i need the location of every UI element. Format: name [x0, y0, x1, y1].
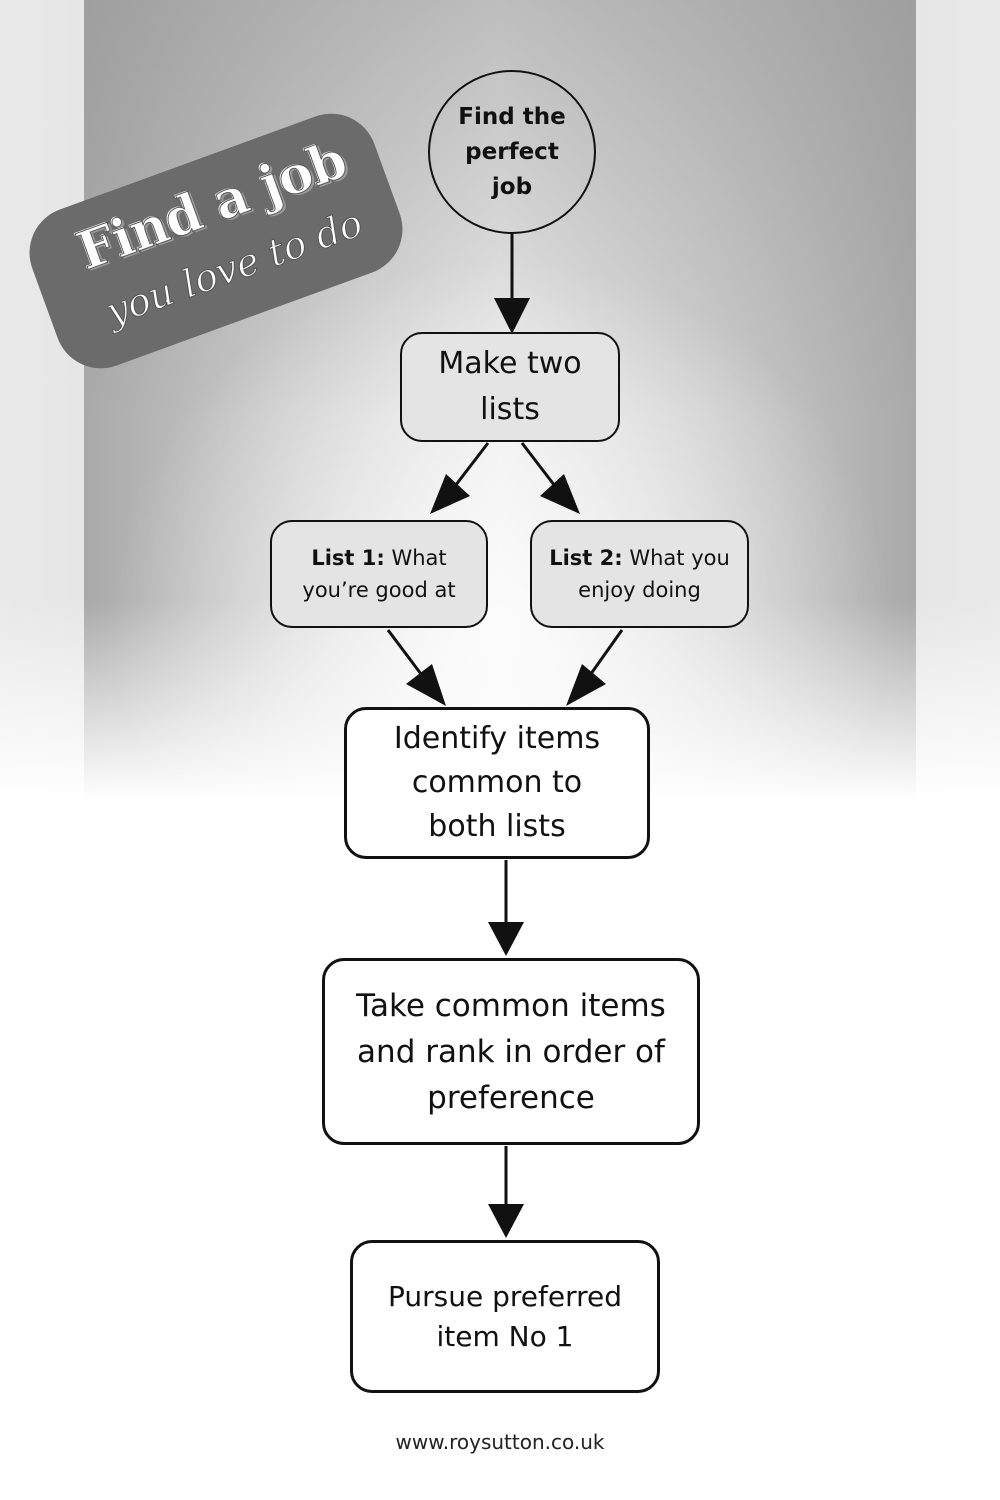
node-list-2-label: List 2:	[549, 546, 623, 570]
node-identify-common-items: Identify items common to both lists	[344, 707, 650, 859]
node-find-perfect-job: Find the perfect job	[428, 70, 596, 234]
arrow-list1-to-identify	[386, 629, 426, 679]
arrowhead-start-to-make	[494, 298, 530, 334]
node-list-2-desc: What you enjoy doing	[578, 546, 730, 602]
arrow-list2-to-identify	[586, 629, 624, 679]
footer-url: www.roysutton.co.uk	[395, 1430, 605, 1454]
node-list-2-text: List 2: What you enjoy doing	[540, 542, 739, 606]
arrowhead-make-to-list1	[430, 474, 470, 514]
arrowhead-identify-to-rank	[488, 922, 524, 956]
node-list-1: List 1: What you’re good at	[270, 520, 488, 628]
arrow-make-to-list1	[450, 442, 490, 491]
node-list-2: List 2: What you enjoy doing	[530, 520, 749, 628]
node-list-1-desc: What you’re good at	[302, 546, 456, 602]
node-pursue-item: Pursue preferred item No 1	[350, 1240, 660, 1393]
node-rank-common-items-label: Take common items and rank in order of p…	[356, 987, 666, 1116]
arrowhead-list2-to-identify	[566, 664, 606, 706]
node-list-1-text: List 1: What you’re good at	[280, 542, 478, 606]
arrowhead-list1-to-identify	[406, 664, 446, 706]
arrowhead-rank-to-pursue	[488, 1204, 524, 1238]
node-list-1-label: List 1:	[311, 546, 385, 570]
node-rank-common-items: Take common items and rank in order of p…	[322, 958, 700, 1145]
node-make-two-lists: Make two lists	[400, 332, 620, 442]
node-pursue-item-label: Pursue preferred item No 1	[387, 1279, 622, 1353]
node-identify-common-items-label: Identify items common to both lists	[393, 721, 601, 844]
arrowhead-make-to-list2	[540, 474, 580, 514]
node-find-perfect-job-label: Find the perfect job	[458, 103, 566, 200]
arrow-make-to-list2	[520, 442, 560, 491]
node-make-two-lists-label: Make two lists	[438, 346, 582, 427]
